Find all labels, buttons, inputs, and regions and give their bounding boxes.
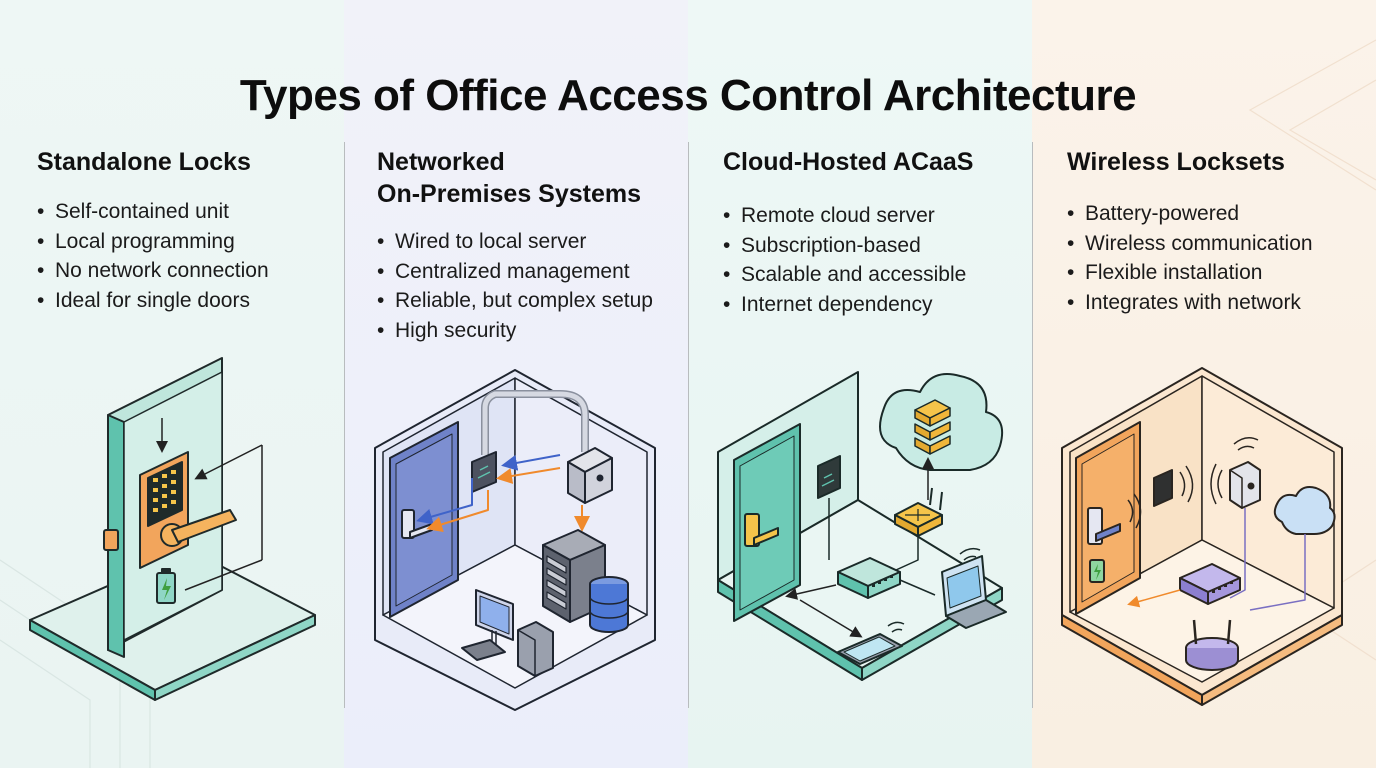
cloud-server-icon [879, 373, 1004, 471]
cloud-acaas-illustration [717, 371, 1007, 681]
smartphone-icon [837, 621, 905, 665]
column-divider [688, 142, 689, 708]
laptop-icon [941, 547, 1007, 629]
list-item: Remote cloud server [723, 201, 1043, 231]
list-item: Subscription-based [723, 231, 1043, 261]
column-title-line: Networked [377, 148, 505, 176]
battery-icon [156, 568, 176, 604]
door-icon [733, 423, 801, 622]
feature-list: Battery-powered Wireless communication F… [1067, 199, 1376, 317]
wifi-router-icon [1185, 619, 1239, 671]
wireless-reader-icon [1153, 465, 1194, 507]
page-title: Types of Office Access Control Architect… [239, 71, 1137, 121]
column-divider [1032, 142, 1033, 708]
wireless-gateway-icon [1210, 437, 1261, 509]
list-item: High security [377, 316, 697, 346]
column-cloud-hosted-acaas: Cloud-Hosted ACaaS Remote cloud server S… [723, 146, 1043, 319]
networked-system-illustration [374, 369, 656, 711]
column-title: Networked On-Premises Systems [377, 146, 697, 210]
standalone-lock-illustration [29, 357, 316, 701]
list-item: Integrates with network [1067, 288, 1376, 318]
feature-list: Self-contained unit Local programming No… [37, 197, 357, 315]
column-title: Cloud-Hosted ACaaS [723, 148, 974, 176]
door-icon [1075, 421, 1142, 615]
column-networked-on-premises: Networked On-Premises Systems Wired to l… [377, 146, 697, 345]
list-item: Local programming [37, 227, 357, 257]
list-item: Scalable and accessible [723, 260, 1043, 290]
list-item: No network connection [37, 256, 357, 286]
list-item: Wired to local server [377, 227, 697, 257]
list-item: Self-contained unit [37, 197, 357, 227]
controller-box-icon [567, 447, 613, 504]
column-standalone-locks: Standalone Locks Self-contained unit Loc… [37, 146, 357, 315]
list-item: Wireless communication [1067, 229, 1376, 259]
network-switch-icon [1179, 563, 1241, 605]
card-reader-icon [817, 455, 841, 499]
desktop-computer-icon [461, 589, 554, 677]
column-divider [344, 142, 345, 708]
list-item: Ideal for single doors [37, 286, 357, 316]
column-title: Standalone Locks [37, 148, 251, 176]
list-item: Flexible installation [1067, 258, 1376, 288]
feature-list: Remote cloud server Subscription-based S… [723, 201, 1043, 319]
list-item: Centralized management [377, 257, 697, 287]
list-item: Reliable, but complex setup [377, 286, 697, 316]
list-item: Internet dependency [723, 290, 1043, 320]
cloud-icon [1273, 486, 1336, 535]
column-title-line: On-Premises Systems [377, 180, 642, 208]
wireless-locksets-illustration [1061, 367, 1343, 706]
list-item: Battery-powered [1067, 199, 1376, 229]
column-title: Wireless Locksets [1067, 148, 1285, 176]
network-switch-icon [837, 557, 901, 599]
column-wireless-locksets: Wireless Locksets Battery-powered Wirele… [1067, 146, 1376, 317]
router-icon [894, 487, 943, 537]
feature-list: Wired to local server Centralized manage… [377, 227, 697, 345]
database-icon [589, 576, 629, 633]
keypad-lock-icon [139, 451, 237, 569]
